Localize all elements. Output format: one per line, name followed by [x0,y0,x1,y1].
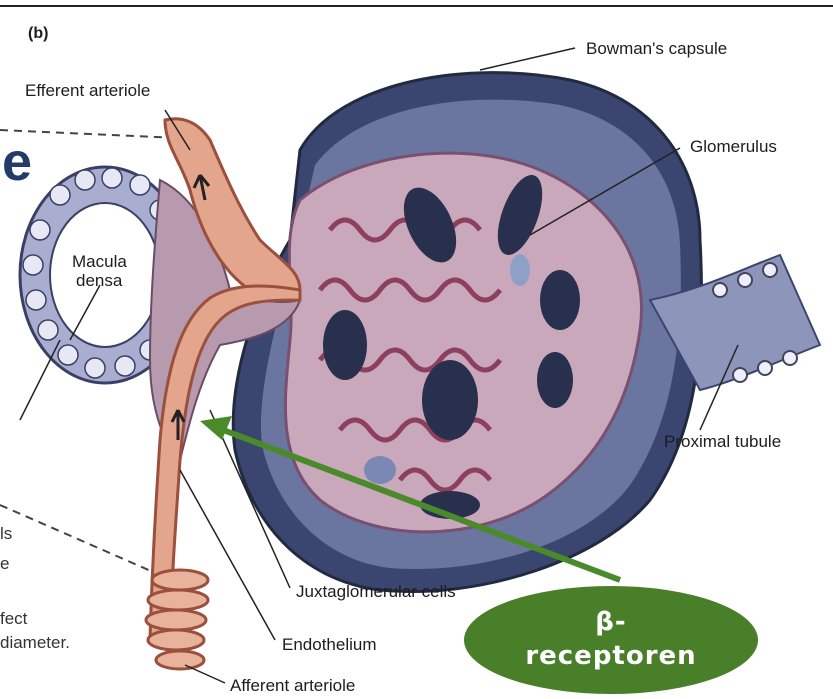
fragment-e-small: e [0,555,9,572]
panel-label: (b) [28,26,48,42]
fragment-e-large: e [2,135,32,189]
fragment-diameter: diameter. [0,634,70,651]
beta-receptor-badge: β- receptoren [464,586,758,694]
label-afferent-arteriole: Afferent arteriole [230,677,355,694]
fragment-fect: fect [0,610,27,627]
label-efferent-arteriole: Efferent arteriole [25,82,150,99]
fragment-ls: ls [0,525,12,542]
guide-line-bottom [0,505,160,575]
badge-line-1: β- [595,606,626,640]
label-proximal-tubule: Proximal tubule [664,433,781,450]
afferent-coil [146,570,208,669]
label-glomerulus: Glomerulus [690,138,777,155]
label-endothelium: Endothelium [282,636,377,653]
label-bowmans-capsule: Bowman's capsule [586,40,727,57]
label-juxtaglomerular-cells: Juxtaglomerular cells [296,583,456,600]
badge-line-2: receptoren [525,640,696,674]
label-densa: densa [76,272,122,289]
label-macula: Macula [72,253,127,270]
